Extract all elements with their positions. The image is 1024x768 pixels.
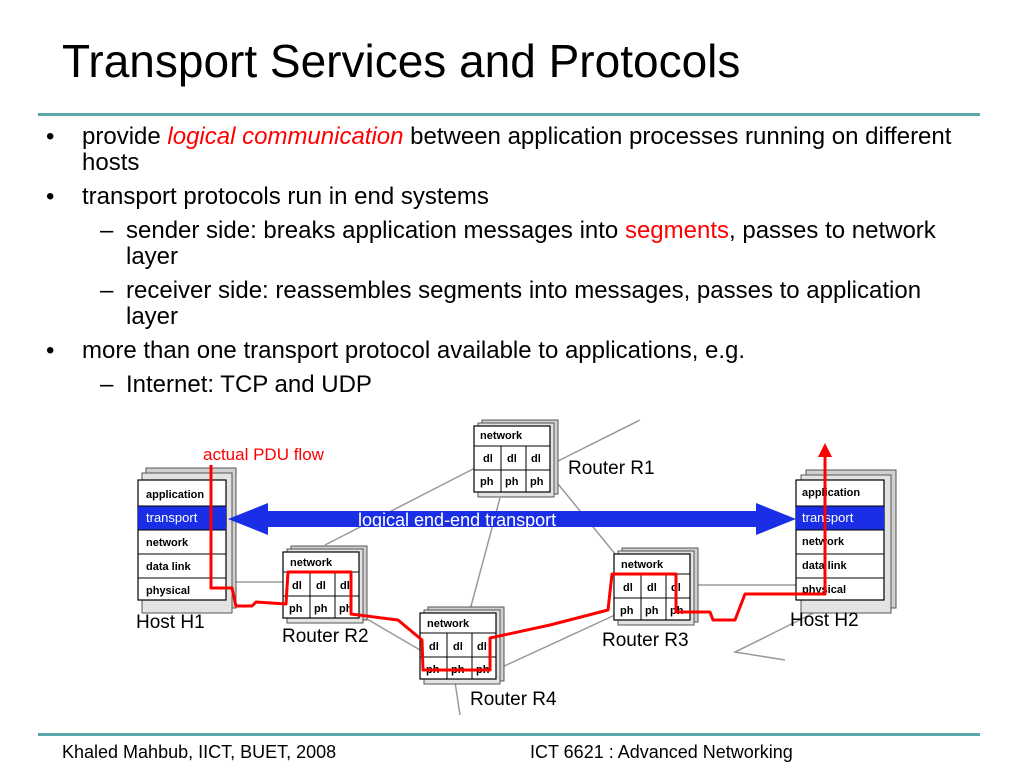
bullet-multiple-protocols: • more than one transport protocol availa…	[46, 338, 976, 364]
sub-bullet-text: sender side: breaks application messages…	[126, 217, 625, 244]
router-r2-ph: ph	[339, 603, 353, 615]
highlight-segments: segments	[624, 217, 730, 244]
host-h2-transport-highlight	[796, 506, 884, 530]
router-r1-caption: Router R1	[568, 458, 655, 479]
router-r3-caption: Router R3	[602, 630, 689, 651]
bullet-end-systems: • transport protocols run in end systems	[46, 184, 976, 210]
router-r1-ph: ph	[505, 476, 519, 488]
link-r4-stub	[454, 681, 461, 716]
host-h1: application transport network data link …	[136, 467, 237, 633]
router-r1-dl: dl	[483, 453, 493, 465]
bullet-text: more than one transport protocol availab…	[82, 337, 746, 364]
router-r2-dl: dl	[316, 580, 326, 592]
router-r4-network: network	[427, 618, 470, 630]
router-r3: network dl dl dl ph ph ph Router R3	[602, 547, 699, 651]
sub-bullet-tcp-udp: –Internet: TCP and UDP	[46, 372, 976, 398]
router-r3-network: network	[621, 559, 664, 571]
router-r2-ph: ph	[314, 603, 328, 615]
link-r2-r1	[324, 467, 476, 546]
router-r3-dl: dl	[647, 582, 657, 594]
host-h1-layer-transport: transport	[146, 510, 198, 525]
sub-bullet-marker: –	[100, 371, 114, 398]
router-r1: network dl dl dl ph ph ph Router R1	[473, 419, 655, 498]
bullet-marker: •	[46, 123, 55, 150]
host-h2-caption: Host H2	[790, 610, 859, 631]
router-r3-ph: ph	[620, 605, 634, 617]
pdu-flow-line	[209, 456, 827, 672]
sub-bullet-text: Internet: TCP and UDP	[126, 371, 372, 398]
router-r3-ph: ph	[645, 605, 659, 617]
bullet-logical-communication: • provide logical communication between a…	[46, 124, 976, 176]
double-arrow-shape	[228, 503, 796, 535]
host-h2: application transport network data link …	[790, 469, 897, 631]
host-h1-layer-network: network	[146, 537, 189, 549]
sub-bullet-text: receiver side: reassembles segments into…	[126, 277, 922, 330]
router-r1-ph: ph	[480, 476, 494, 488]
host-h1-caption: Host H1	[136, 612, 205, 633]
slide-title: Transport Services and Protocols	[62, 35, 741, 87]
sub-bullet-sender-side: –sender side: breaks application message…	[46, 218, 976, 270]
bullet-marker: •	[46, 183, 55, 210]
host-h2-layer-application: application	[802, 487, 860, 499]
router-r4-dl: dl	[429, 641, 439, 653]
pdu-flow-path: actual PDU flow	[203, 443, 832, 672]
router-r4-dl: dl	[453, 641, 463, 653]
router-r1-dl: dl	[507, 453, 517, 465]
logical-transport-arrow: logical end-end transport	[228, 503, 796, 535]
router-r2-caption: Router R2	[282, 626, 369, 647]
sub-bullet-text: , passes to network layer	[126, 217, 936, 270]
footer-divider	[38, 733, 980, 736]
highlight-logical-communication: logical communication	[167, 123, 404, 150]
router-r1-dl: dl	[531, 453, 541, 465]
router-r2-network: network	[290, 557, 333, 569]
router-r2-dl: dl	[340, 580, 350, 592]
bullet-text: provide	[82, 123, 168, 150]
link-r4-r3	[499, 614, 616, 669]
footer-author: Khaled Mahbub, IICT, BUET, 2008	[62, 742, 337, 762]
router-r4-dl: dl	[477, 641, 487, 653]
bullet-list: • provide logical communication between a…	[46, 124, 976, 406]
router-r2-ph: ph	[289, 603, 303, 615]
router-r2-dl: dl	[292, 580, 302, 592]
bullet-text: between application processes running on…	[82, 123, 952, 176]
sub-bullet-marker: –	[100, 217, 114, 244]
host-h1-layer-application: application	[146, 489, 204, 501]
bullet-text: transport protocols run in end systems	[82, 183, 489, 210]
sub-bullet-receiver-side: –receiver side: reassembles segments int…	[46, 278, 976, 330]
footer-course: ICT 6621 : Advanced Networking	[530, 742, 793, 762]
router-r1-network: network	[480, 430, 523, 442]
host-h1-layer-physical: physical	[146, 585, 190, 597]
sub-bullet-marker: –	[100, 277, 114, 304]
pdu-flow-arrowhead	[818, 443, 832, 457]
router-r1-ph: ph	[530, 476, 544, 488]
router-r2: network dl dl dl ph ph ph Router R2	[282, 545, 369, 647]
host-h2-layer-transport: transport	[802, 510, 854, 525]
pdu-flow-label: actual PDU flow	[203, 445, 325, 464]
router-r3-dl: dl	[623, 582, 633, 594]
logical-transport-label: logical end-end transport	[358, 510, 556, 530]
host-h2-stack	[795, 479, 885, 601]
bullet-marker: •	[46, 337, 55, 364]
router-r4-caption: Router R4	[470, 689, 557, 710]
host-h1-layer-data-link: data link	[146, 561, 192, 573]
title-divider	[38, 113, 980, 116]
